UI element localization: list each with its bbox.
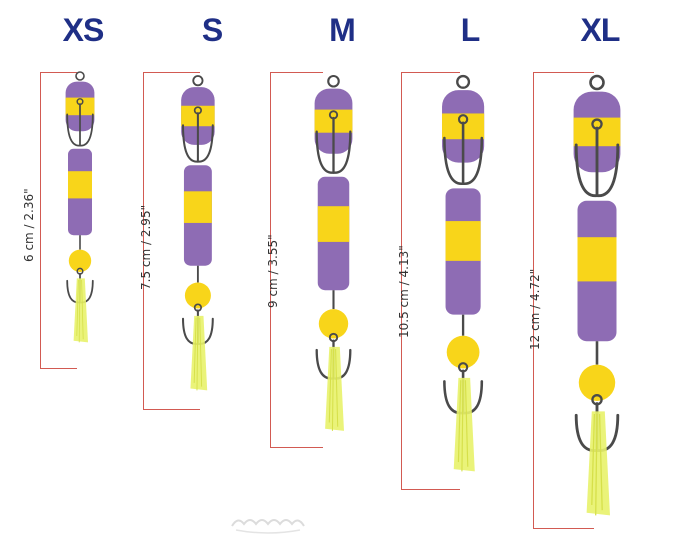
size-label-m: M — [329, 12, 356, 48]
measurement-s: 7.5 cm / 2.95" — [139, 204, 153, 290]
tail-icon — [453, 377, 475, 472]
size-label-s: S — [201, 12, 223, 48]
bead-icon — [318, 309, 348, 339]
measurement-l: 10.5 cm / 4.13" — [397, 245, 411, 338]
eye-icon — [326, 74, 340, 88]
measurement-xl: 12 cm / 4.72" — [528, 268, 542, 350]
treble-hook-icon — [315, 110, 351, 174]
size-label-xl: XL — [580, 12, 621, 48]
foam-body-icon — [68, 148, 92, 236]
bead-icon — [446, 335, 480, 369]
treble-hook-icon — [66, 98, 94, 147]
length-bracket-s — [143, 72, 200, 410]
length-bracket-xs — [40, 72, 77, 369]
foam-body-icon — [445, 188, 481, 315]
eye-icon — [75, 71, 85, 81]
lure-l — [441, 74, 485, 472]
lure-m — [314, 74, 352, 431]
eye-icon — [192, 75, 204, 87]
foam-body-icon — [317, 176, 349, 291]
measurement-xs: 6 cm / 2.36" — [22, 188, 36, 262]
bead-icon — [184, 282, 212, 309]
length-bracket-xl — [533, 72, 594, 529]
bead-icon — [68, 249, 92, 272]
foam-body-icon — [184, 165, 212, 266]
length-bracket-l — [401, 72, 460, 490]
lure-xl — [573, 74, 621, 516]
bead-icon — [578, 364, 616, 401]
watermark-logo-icon — [231, 519, 305, 534]
tail-icon — [73, 278, 88, 343]
lure-xs — [65, 71, 95, 343]
treble-hook-icon — [442, 114, 483, 185]
lure-s — [181, 75, 215, 391]
measurement-m: 9 cm / 3.55" — [266, 234, 280, 308]
tail-icon — [190, 315, 208, 391]
length-bracket-m — [270, 72, 323, 448]
treble-hook-icon — [182, 106, 214, 163]
foam-body-icon — [577, 200, 617, 342]
size-label-l: L — [460, 12, 481, 48]
eye-icon — [589, 74, 605, 91]
size-label-xs: XS — [62, 12, 105, 48]
eye-icon — [455, 74, 471, 89]
tail-icon — [586, 411, 610, 516]
treble-hook-icon — [574, 118, 620, 198]
tail-icon — [324, 346, 344, 431]
